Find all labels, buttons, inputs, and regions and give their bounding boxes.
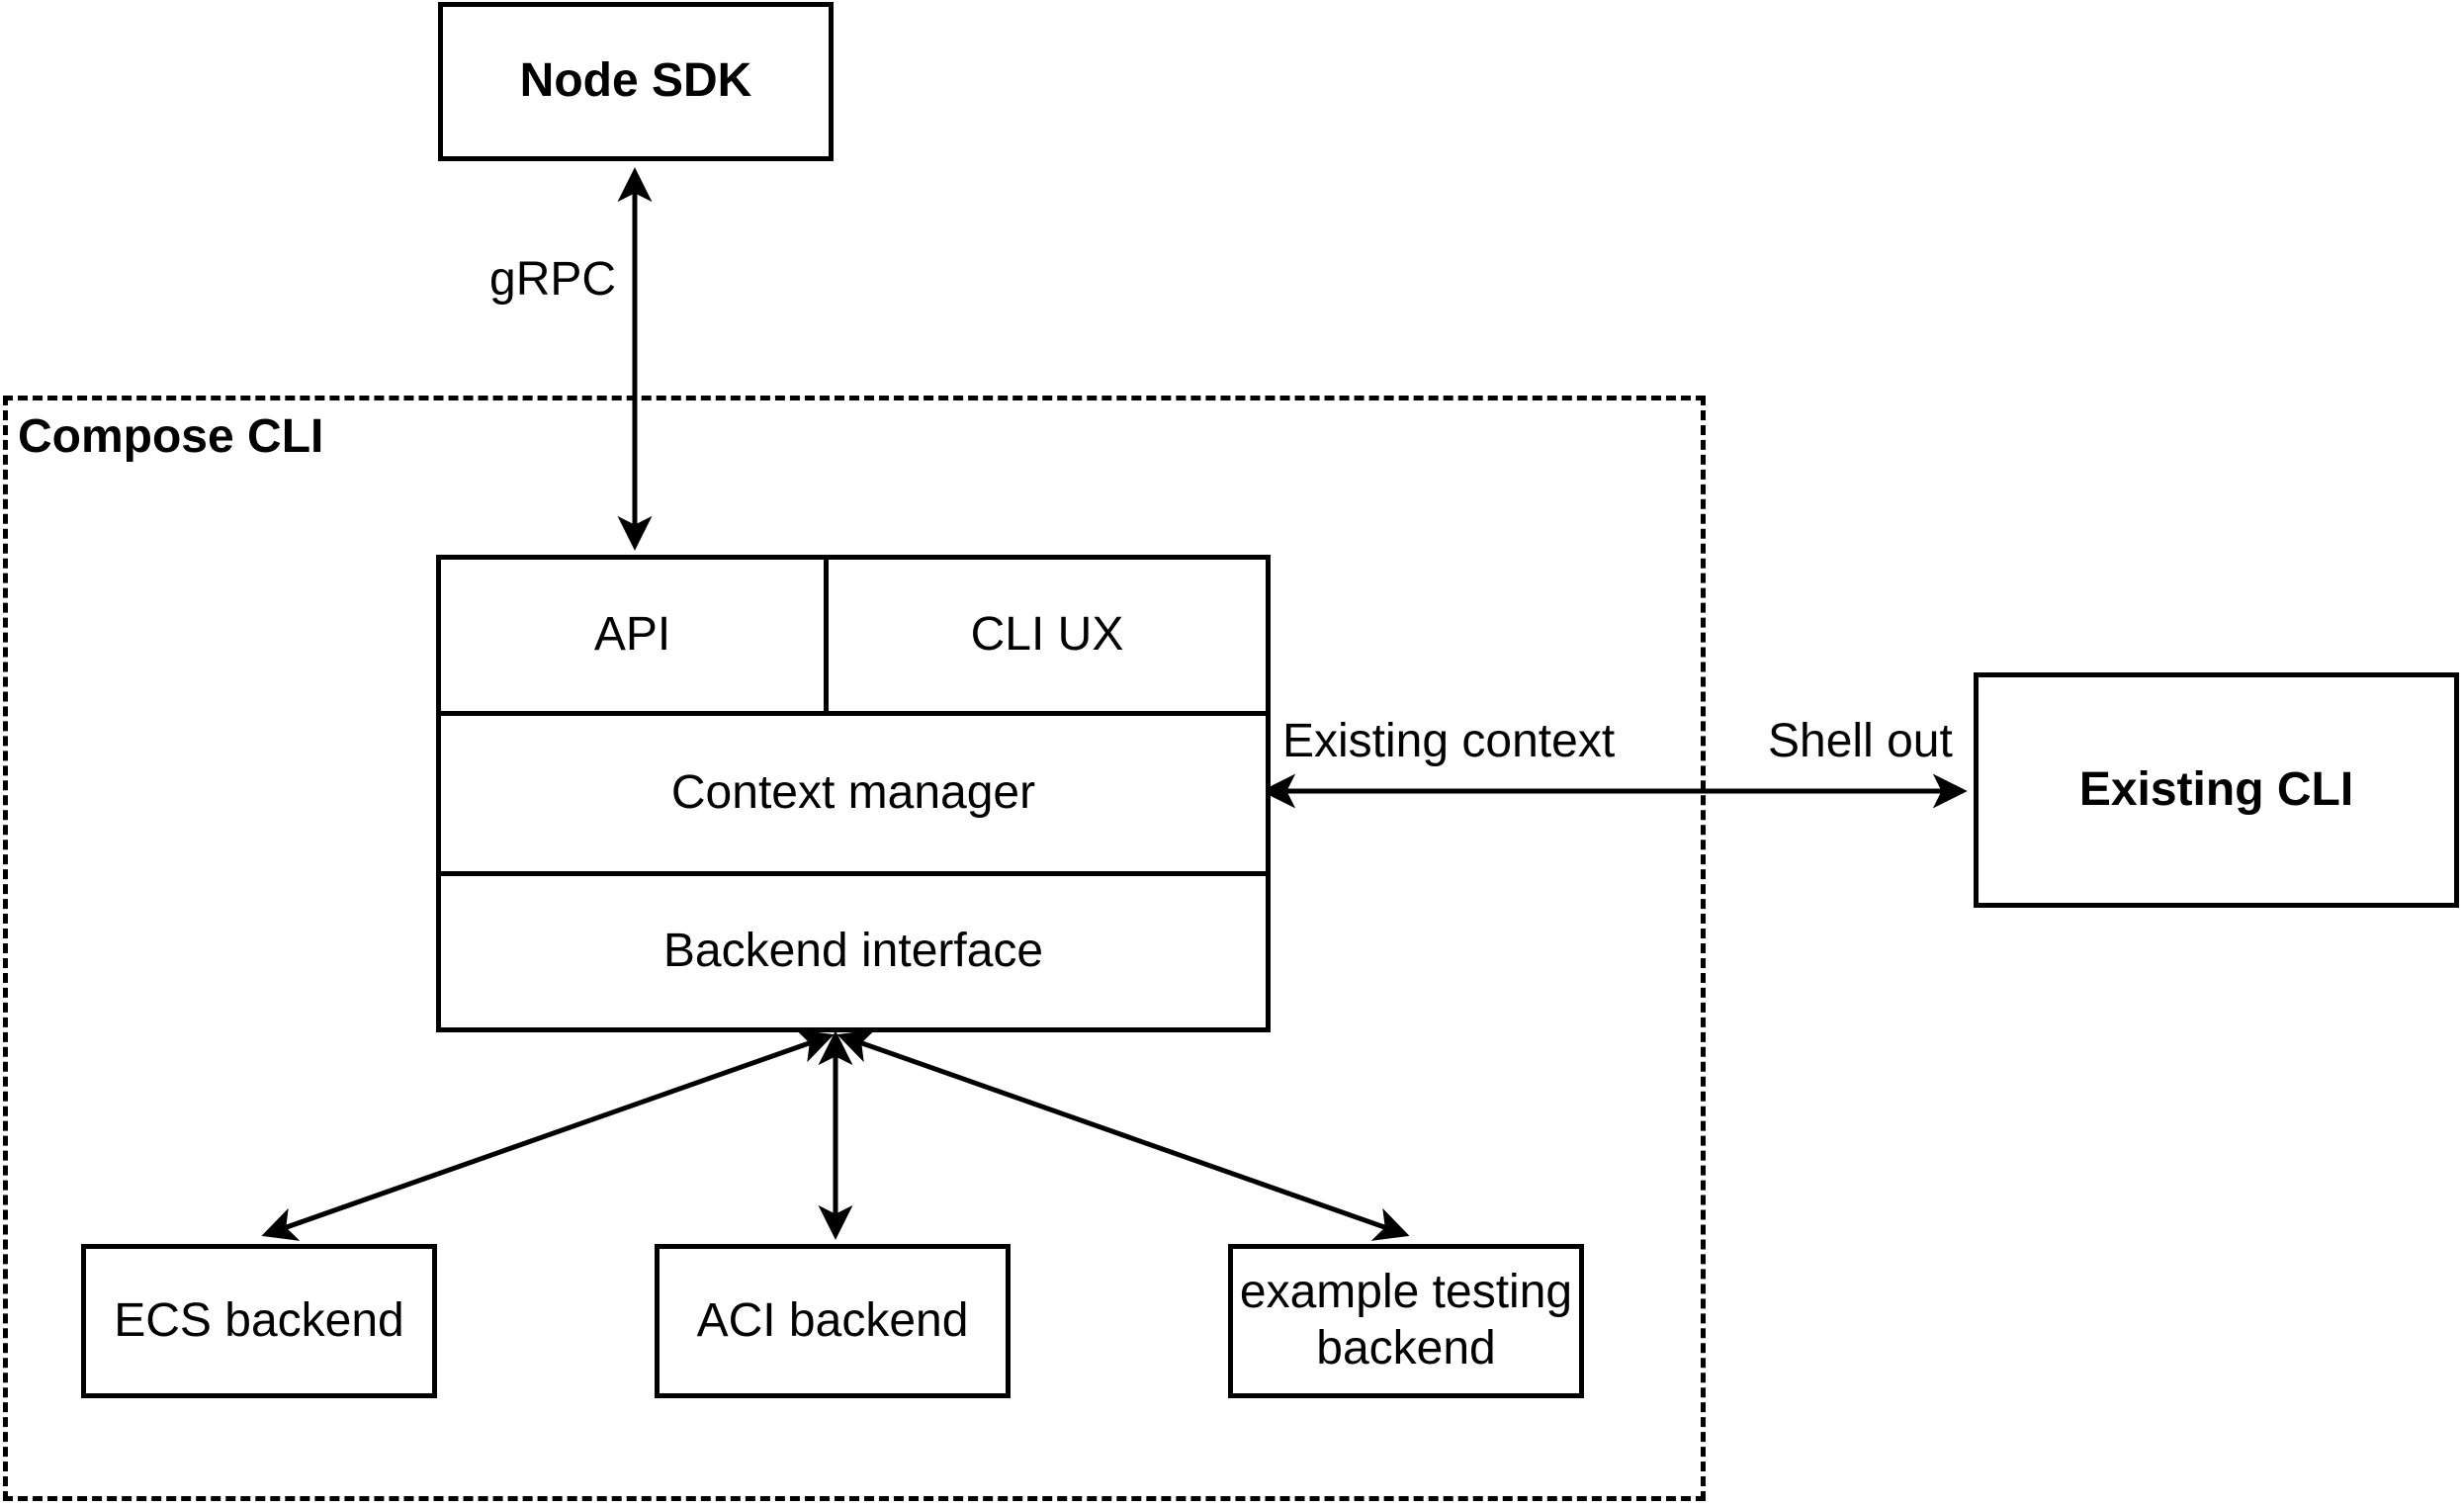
existing-context-label: Existing context <box>1278 714 1620 768</box>
node-sdk-box[interactable]: Node SDK <box>438 2 834 161</box>
compose-cli-stack-box: API CLI UX Context manager Backend inter… <box>436 555 1271 1032</box>
aci-backend-box[interactable]: ACI backend <box>655 1244 1011 1398</box>
example-testing-backend-label: example testing backend <box>1240 1265 1572 1376</box>
node-sdk-label: Node SDK <box>519 54 752 108</box>
connector-example-testing-backend <box>836 1029 1410 1241</box>
example-testing-backend-box[interactable]: example testing backend <box>1228 1244 1584 1398</box>
group-compose-cli <box>3 396 1706 1501</box>
example-testing-backend-line-1: example testing <box>1239 1266 1573 1319</box>
ecs-backend-label: ECS backend <box>114 1293 404 1347</box>
existing-cli-label: Existing CLI <box>2078 762 2354 816</box>
api-cell[interactable]: API <box>441 560 824 711</box>
backend-interface-label: Backend interface <box>662 925 1044 978</box>
row-divider-2 <box>441 871 1266 876</box>
row-divider-1 <box>441 711 1266 716</box>
ecs-backend-box[interactable]: ECS backend <box>81 1244 437 1398</box>
connector-ecs-backend <box>261 1029 835 1241</box>
cli-ux-cell[interactable]: CLI UX <box>829 560 1266 711</box>
group-compose-cli-label: Compose CLI <box>18 410 324 463</box>
example-testing-backend-line-2: backend <box>1316 1322 1496 1374</box>
context-manager-cell[interactable]: Context manager <box>441 716 1266 871</box>
api-cliux-divider <box>824 560 829 711</box>
shell-out-label: Shell out <box>1764 714 1957 768</box>
grpc-label: gRPC <box>485 252 621 307</box>
api-label: API <box>593 608 671 662</box>
cli-ux-label: CLI UX <box>970 608 1124 662</box>
existing-cli-box[interactable]: Existing CLI <box>1974 672 2459 908</box>
context-manager-label: Context manager <box>670 766 1036 820</box>
backend-interface-cell[interactable]: Backend interface <box>441 876 1266 1027</box>
aci-backend-label: ACI backend <box>696 1293 969 1347</box>
